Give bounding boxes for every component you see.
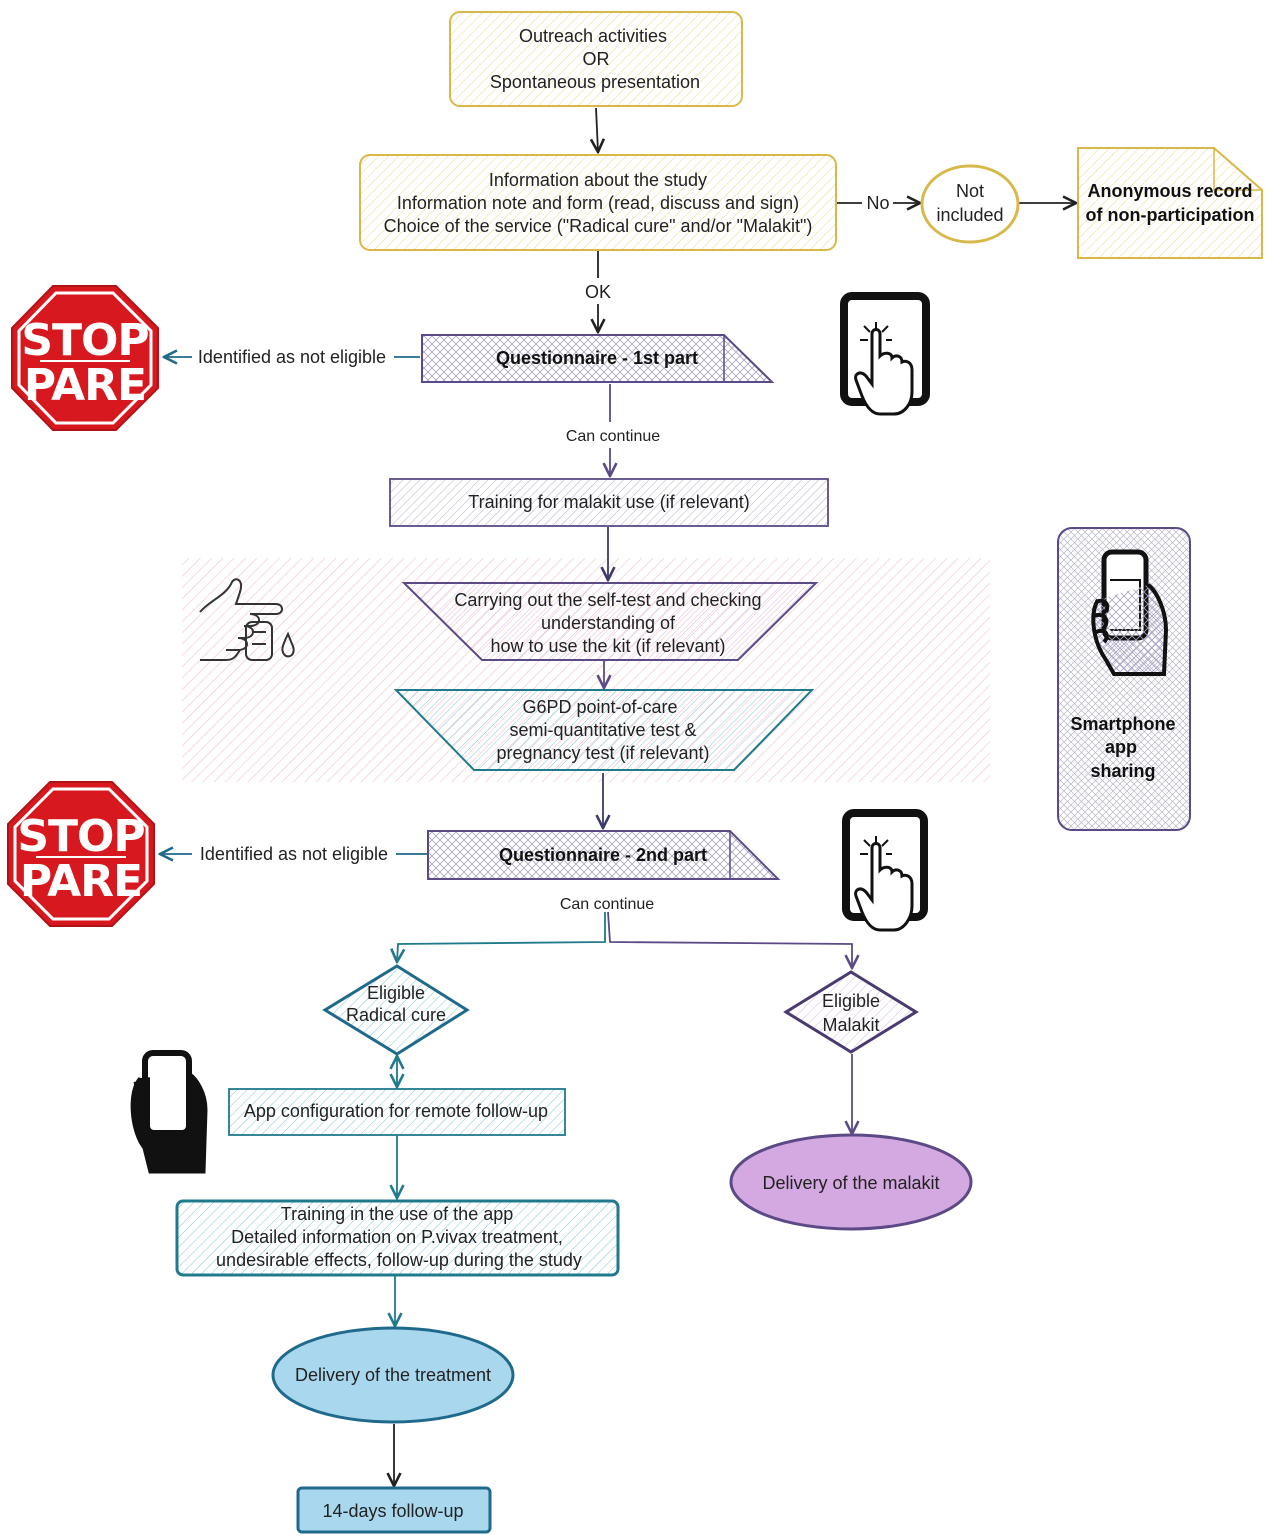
hand-smartphone-icon [130, 1050, 208, 1174]
g6pd-line-2: semi-quantitative test & [509, 720, 696, 740]
q2-label: Questionnaire - 2nd part [499, 845, 707, 865]
eligible-rc-line-2: Radical cure [346, 1005, 446, 1025]
edge-label-can-continue-2: Can continue [560, 896, 654, 913]
delivery-treatment-label: Delivery of the treatment [295, 1365, 491, 1385]
node-not-included: Not included [920, 164, 1020, 244]
followup-label: 14-days follow-up [322, 1501, 463, 1521]
edge-label-can-continue-1: Can continue [566, 428, 660, 445]
node-training-app: Training in the use of the app Detailed … [175, 1199, 620, 1277]
training-app-line-2: Detailed information on P.vivax treatmen… [231, 1227, 563, 1247]
info-line-2: Information note and form (read, discuss… [397, 193, 799, 213]
tablet-touch-icon [840, 292, 930, 416]
app-config-label: App configuration for remote follow-up [244, 1101, 548, 1121]
eligible-mk-line-2: Malakit [822, 1015, 879, 1035]
node-training-malakit: Training for malakit use (if relevant) [389, 478, 829, 527]
edge-label-no: No [866, 193, 889, 213]
g6pd-line-1: G6PD point-of-care [522, 697, 677, 717]
edge-outreach-info [596, 107, 598, 152]
node-questionnaire-1: Questionnaire - 1st part [421, 334, 775, 383]
finger-prick-icon [199, 578, 295, 661]
stop-sign-1-top: STOP [21, 315, 148, 366]
not-included-line-2: included [936, 205, 1003, 225]
stop-sign-2-bottom: PARE [20, 856, 142, 907]
eligible-mk-line-1: Eligible [822, 991, 880, 1011]
eligible-rc-line-1: Eligible [367, 983, 425, 1003]
stop-sign-1-bottom: PARE [24, 360, 146, 411]
edge-q2-split-purple [607, 911, 852, 968]
selftest-line-3: how to use the kit (if relevant) [490, 636, 725, 656]
edges [160, 107, 1076, 1486]
node-g6pd-test: G6PD point-of-care semi-quantitative tes… [393, 689, 815, 771]
info-line-1: Information about the study [489, 170, 707, 190]
training-app-line-3: undesirable effects, follow-up during th… [216, 1250, 582, 1270]
smartphone-line-3: sharing [1090, 761, 1155, 781]
anonymous-line-2: of non-participation [1086, 205, 1255, 225]
node-outreach: Outreach activities OR Spontaneous prese… [449, 11, 743, 107]
selftest-line-2: understanding of [541, 613, 676, 633]
node-followup: 14-days follow-up [296, 1486, 492, 1534]
info-line-3: Choice of the service ("Radical cure" an… [384, 216, 813, 236]
outreach-line-3: Spontaneous presentation [490, 72, 700, 92]
edge-label-not-eligible-1: Identified as not eligible [198, 347, 386, 367]
node-eligible-malakit: Eligible Malakit [783, 970, 919, 1054]
outreach-line-2: OR [583, 49, 610, 69]
node-delivery-treatment: Delivery of the treatment [271, 1326, 515, 1424]
edge-label-not-eligible-2: Identified as not eligible [200, 844, 388, 864]
smartphone-line-2: app [1105, 737, 1137, 757]
node-information: Information about the study Information … [359, 154, 837, 251]
not-included-line-1: Not [956, 181, 984, 201]
node-delivery-malakit: Delivery of the malakit [729, 1133, 973, 1231]
stop-sign-1: STOP PARE [11, 285, 159, 431]
node-self-test: Carrying out the self-test and checking … [401, 582, 819, 661]
smartphone-line-1: Smartphone [1070, 714, 1175, 734]
stop-sign-2: STOP PARE [7, 781, 155, 927]
anonymous-line-1: Anonymous record [1087, 181, 1252, 201]
node-questionnaire-2: Questionnaire - 2nd part [427, 830, 781, 880]
edge-label-ok: OK [585, 282, 611, 302]
g6pd-line-3: pregnancy test (if relevant) [496, 743, 709, 763]
edge-q2-split-teal [397, 912, 606, 962]
stop-sign-2-top: STOP [17, 811, 144, 862]
delivery-malakit-label: Delivery of the malakit [762, 1173, 939, 1193]
training-malakit-label: Training for malakit use (if relevant) [468, 492, 749, 512]
hand-smartphone-icon [1091, 549, 1169, 676]
outreach-line-1: Outreach activities [519, 26, 667, 46]
node-anonymous-record: Anonymous record of non-participation [1077, 147, 1263, 259]
q1-label: Questionnaire - 1st part [496, 348, 698, 368]
selftest-line-1: Carrying out the self-test and checking [454, 590, 761, 610]
tablet-touch-icon [842, 809, 928, 932]
node-eligible-radical-cure: Eligible Radical cure [322, 964, 470, 1056]
smartphone-sharing-panel: Smartphone app sharing [1057, 527, 1191, 831]
training-app-line-1: Training in the use of the app [281, 1204, 514, 1224]
node-app-configuration: App configuration for remote follow-up [228, 1088, 566, 1136]
